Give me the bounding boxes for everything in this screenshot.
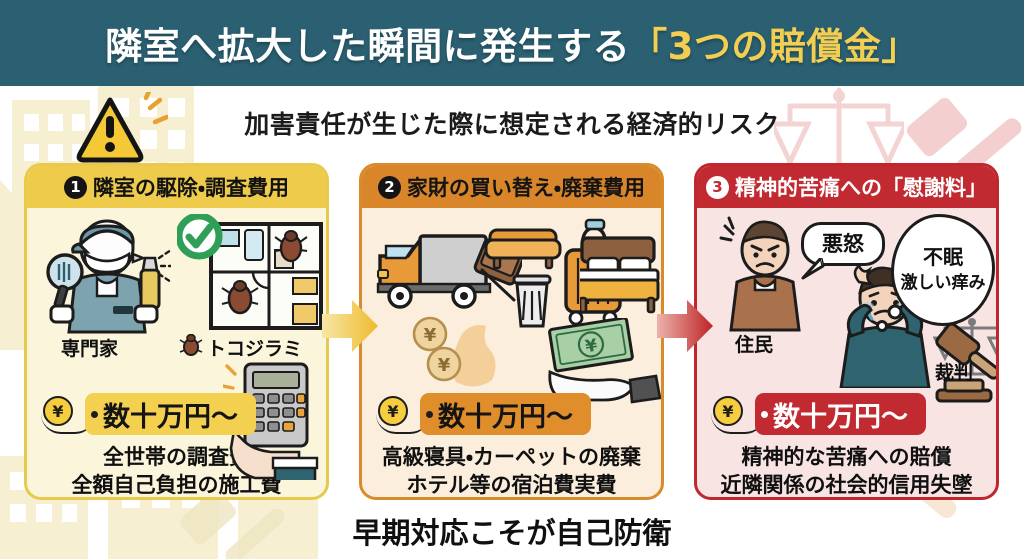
card-1-foot-line-1: 全世帯の調査費: [103, 445, 250, 469]
card-3-foot-line-2: 近隣関係の社会的信用失墜: [720, 472, 973, 497]
card-2-header: 2 家財の買い替え・廃棄費用: [362, 166, 661, 208]
gavel-icon: [935, 322, 996, 403]
sofa-icon: [484, 228, 562, 270]
gavel-watermark: [180, 489, 285, 559]
pest-control-worker-icon: [46, 219, 171, 334]
card-1-extermination-cost[interactable]: 1 隣室の駆除・調査費用: [24, 163, 329, 500]
subtitle-row: 加害責任が生じた際に想定される経済的リスク: [0, 92, 1024, 154]
card-3-title: 精神的苦痛への「慰謝料」: [735, 176, 987, 200]
bedbug-icon: [179, 334, 203, 356]
page-title: 隣室へ拡大した瞬間に発生する「3つの賠償金」: [105, 16, 919, 70]
bed-icon: [580, 236, 660, 314]
flow-arrow-1: [322, 300, 378, 352]
card-3-footer: 精神的な苦痛への賠償 近隣関係の社会的信用失墜: [697, 440, 996, 497]
price-tag-hole: [761, 411, 768, 418]
card-1-header: 1 隣室の駆除・調査費用: [27, 166, 326, 208]
svg-text:¥: ¥: [584, 336, 599, 358]
yen-coin-icon: ¥: [43, 396, 73, 426]
yen-coin-icon: ¥: [378, 396, 408, 426]
floor-plan-icon: [177, 214, 323, 330]
card-1-price-row: ¥ 数十万円〜: [27, 392, 326, 440]
page-title-accent: 「3つの賠償金」: [630, 25, 919, 68]
subtitle-text: 加害責任が生じた際に想定される経済的リスク: [244, 110, 780, 139]
card-3-price-tag: 数十万円〜: [755, 393, 926, 435]
card-1-foot-line-2: 全額自己負担の施工費: [71, 472, 282, 497]
card-2-price-row: ¥ 数十万円〜: [362, 392, 661, 440]
card-1-number-badge: 1: [63, 175, 87, 199]
card-3-label-lawsuit: 裁判: [935, 362, 974, 384]
card-1-price-tag: 数十万円〜: [85, 393, 256, 435]
speech-bubble-tail: [801, 258, 825, 280]
card-2-price-tag: 数十万円〜: [420, 393, 591, 435]
card-2-footer: 高級寝具・カーペットの廃棄 ホテル等の宿泊費実費: [362, 440, 661, 497]
card-2-number-badge: 2: [377, 175, 401, 199]
card-2-title: 家財の買い替え・廃棄費用: [406, 176, 646, 200]
trash-can-icon: [512, 274, 552, 328]
speech-bubble-anger: 悪怒: [801, 222, 885, 266]
header-bar: 隣室へ拡大した瞬間に発生する「3つの賠償金」: [0, 0, 1024, 86]
yen-coin-icon: ¥ ¥: [412, 316, 496, 387]
card-2-property-replacement-cost[interactable]: 2 家財の買い替え・廃棄費用: [359, 163, 664, 500]
card-2-artwork: ¥ ¥ ¥: [362, 208, 661, 404]
warning-triangle-icon: [76, 92, 168, 163]
price-tag-hole: [91, 411, 98, 418]
thought-bubble-symptoms: 不眠 激しい痒み: [891, 214, 995, 326]
card-3-artwork: 住民 悪怒: [697, 208, 996, 403]
cards-container: 1 隣室の駆除・調査費用: [0, 163, 1024, 503]
card-3-emotional-distress-compensation[interactable]: 3 精神的苦痛への「慰謝料」: [694, 163, 999, 500]
card-2-foot-line-2: ホテル等の宿泊費実費: [406, 472, 617, 497]
calculator-icon: [223, 362, 319, 480]
coin-tail-decoration: [711, 414, 765, 434]
card-3-header: 3 精神的苦痛への「慰謝料」: [697, 166, 996, 208]
thought-bubble-line-1: 不眠: [923, 245, 963, 270]
svg-text:¥: ¥: [424, 325, 437, 346]
card-3-label-resident: 住民: [735, 334, 774, 356]
footer-row: 早期対応こそが自己防衛: [0, 503, 1024, 559]
card-1-footer: 全世帯の調査費 全額自己負担の施工費: [27, 440, 326, 497]
angry-resident-icon: [719, 216, 801, 332]
card-2-foot-line-1: 高級寝具・カーペットの廃棄: [381, 445, 642, 469]
card-1-title: 隣室の駆除・調査費用: [92, 176, 290, 200]
coin-tail-decoration: [376, 414, 430, 434]
card-1-label-expert: 専門家: [61, 338, 119, 360]
card-3-price-row: ¥ 数十万円〜: [697, 392, 996, 440]
svg-text:¥: ¥: [438, 355, 451, 376]
price-tag-hole: [426, 411, 433, 418]
coin-tail-decoration: [41, 414, 95, 434]
card-3-foot-line-1: 精神的な苦痛への賠償: [741, 445, 952, 469]
page-title-main: 隣室へ拡大した瞬間に発生する: [105, 25, 631, 68]
flow-arrow-2: [657, 300, 713, 352]
card-1-artwork: 専門家: [27, 208, 326, 480]
card-1-label-bedbug: トコジラミ: [207, 338, 303, 360]
footer-text: 早期対応こそが自己防衛: [352, 516, 672, 550]
thought-bubble-line-2: 激しい痒み: [900, 273, 986, 294]
thought-bubble-dots: [876, 304, 903, 332]
yen-coin-icon: ¥: [713, 396, 743, 426]
card-3-number-badge: 3: [706, 175, 729, 199]
